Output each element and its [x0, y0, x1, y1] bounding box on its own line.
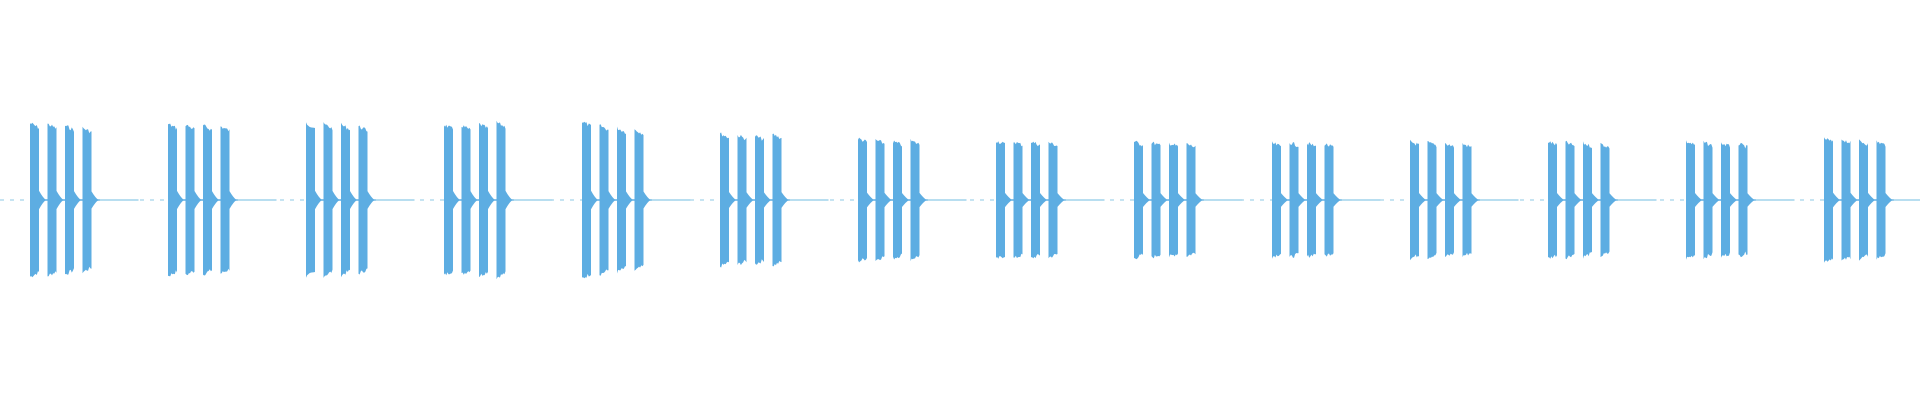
- waveform-burst: [1686, 140, 1795, 260]
- waveform-pulse: [461, 125, 471, 275]
- waveform-pulse: [82, 126, 92, 274]
- waveform-burst: [168, 123, 277, 277]
- waveform-pulse: [1307, 142, 1316, 258]
- waveform-burst: [858, 137, 967, 263]
- waveform-pulse: [341, 122, 350, 278]
- waveform-pulse: [444, 124, 453, 276]
- waveform-pulse: [65, 125, 74, 275]
- waveform-burst: [1824, 137, 1920, 263]
- waveform-pulse: [910, 138, 920, 262]
- waveform-pulse: [1151, 141, 1161, 259]
- waveform-pulse: [1583, 141, 1592, 259]
- waveform-burst: [1134, 140, 1243, 260]
- waveform-pulse: [1721, 142, 1730, 258]
- waveform-pulse: [893, 140, 902, 260]
- waveform-burst: [1272, 141, 1381, 259]
- waveform-pulse: [203, 124, 212, 276]
- waveform-pulse: [1324, 143, 1334, 257]
- waveform-pulse: [220, 126, 230, 274]
- waveform-pulse: [30, 122, 39, 278]
- waveform-burst: [1410, 139, 1519, 261]
- waveform-burst: [306, 122, 415, 278]
- waveform-pulse: [496, 120, 506, 280]
- waveform-pulse: [1600, 142, 1610, 258]
- waveform-pulse: [996, 141, 1005, 259]
- waveform-pulse: [737, 134, 747, 266]
- waveform-pulse: [1445, 143, 1454, 257]
- waveform-pulse: [1859, 139, 1868, 261]
- waveform-pulse: [1427, 141, 1437, 259]
- waveform-pulse: [858, 137, 867, 263]
- waveform-pulse: [1272, 141, 1281, 259]
- waveform-pulse: [47, 123, 57, 277]
- waveform-burst: [720, 132, 829, 268]
- waveform-burst: [30, 122, 139, 278]
- waveform-pulse: [772, 133, 782, 267]
- waveform-pulse: [875, 139, 885, 261]
- waveform-pulse: [1686, 140, 1695, 260]
- waveform-pulse: [1462, 143, 1472, 257]
- waveform-pulse: [1565, 140, 1575, 260]
- waveform-pulse: [599, 124, 609, 276]
- waveform-pulse: [306, 122, 315, 278]
- waveform-pulse: [1738, 142, 1748, 258]
- waveform-pulse: [634, 129, 644, 271]
- waveform-pulse: [1410, 139, 1419, 261]
- waveform-burst: [1548, 140, 1657, 260]
- waveform-pulse: [720, 132, 729, 268]
- waveform-pulse: [1548, 141, 1557, 259]
- waveform-burst: [582, 121, 691, 279]
- waveform-pulse: [1876, 140, 1886, 260]
- waveform-pulse: [617, 126, 626, 274]
- waveform-pulse: [185, 124, 195, 276]
- waveform-pulse: [1134, 140, 1143, 260]
- waveform-pulse: [582, 121, 591, 279]
- waveform-pulse: [479, 122, 488, 278]
- waveform-pulse: [1013, 142, 1023, 258]
- waveform-pulse: [168, 123, 177, 277]
- waveform-pulse: [1841, 139, 1851, 261]
- waveform-pulse: [1703, 140, 1713, 260]
- waveform-bursts: [30, 120, 1920, 280]
- waveform-pulse: [1824, 137, 1833, 263]
- waveform-pulse: [1289, 142, 1299, 258]
- waveform-pulse: [358, 125, 368, 275]
- waveform-burst: [996, 141, 1105, 259]
- waveform-pulse: [1186, 143, 1196, 257]
- waveform-burst: [444, 120, 553, 280]
- waveform-pulse: [1169, 142, 1178, 258]
- waveform-pulse: [323, 122, 333, 278]
- waveform-pulse: [1031, 141, 1040, 259]
- waveform-pulse: [1048, 141, 1058, 259]
- waveform-pulse: [755, 135, 764, 265]
